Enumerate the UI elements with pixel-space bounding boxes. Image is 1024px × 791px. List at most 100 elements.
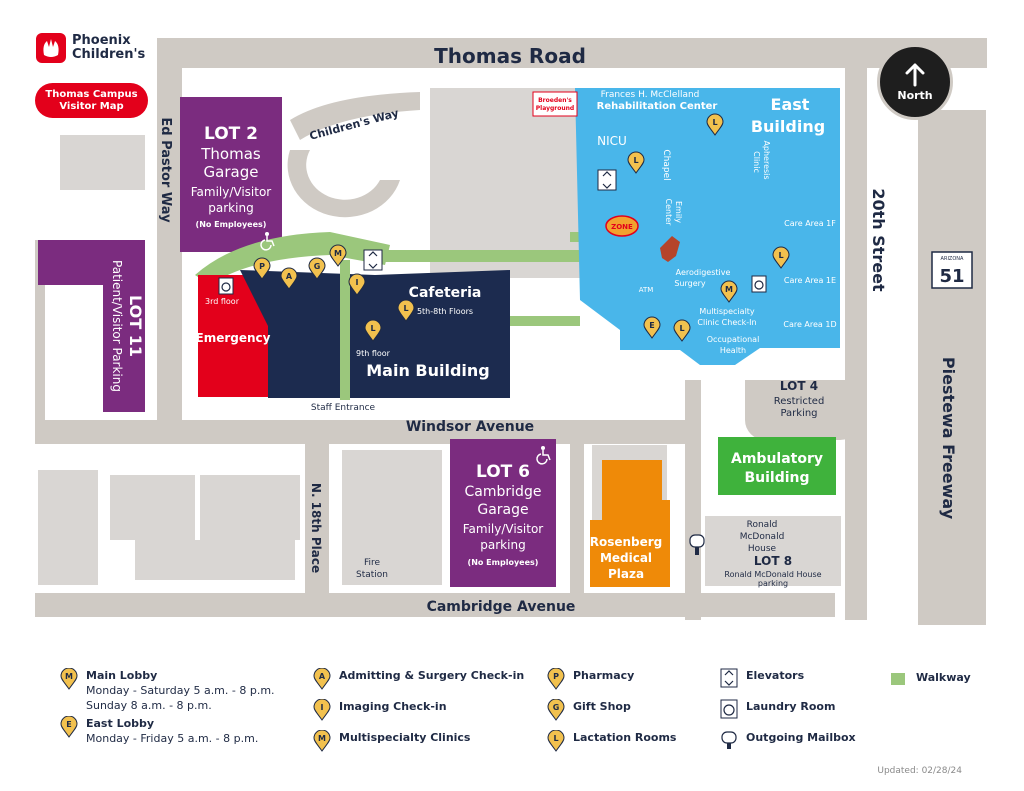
lot11-title: LOT 11 <box>126 295 145 357</box>
rosenberg-line1: Rosenberg <box>590 535 663 549</box>
legend-admitting-title: Admitting & Surgery Check-in <box>339 669 525 682</box>
accessible-icon-lot6 <box>536 446 551 465</box>
lot4-desc1: Restricted <box>774 396 825 407</box>
chapel-label: Chapel <box>661 149 671 180</box>
pin-e-icon: E <box>60 716 78 738</box>
pin-letter: L <box>370 324 375 333</box>
legend-gift-shop: G Gift Shop <box>547 699 631 721</box>
pin-letter: A <box>286 272 293 281</box>
legend-walkway: Walkway <box>890 670 971 690</box>
ronald-line2: McDonald <box>740 532 785 542</box>
dinosaur-icon <box>660 236 680 262</box>
pin-l-icon: L <box>772 246 790 269</box>
east-line1: East <box>771 95 810 114</box>
lot8-desc2: parking <box>758 579 788 588</box>
cafeteria-label: Cafeteria <box>409 285 482 301</box>
badge-line2: Visitor Map <box>59 100 124 112</box>
pin-i-icon: I <box>313 699 331 721</box>
lot6-building <box>450 439 556 587</box>
multi-line1: Multispecialty <box>699 307 755 316</box>
pin-m-icon: M <box>313 730 331 752</box>
pin-letter: E <box>66 720 71 729</box>
fire-station-block <box>343 550 401 585</box>
grey-block-west-5 <box>200 475 300 540</box>
elevator-icon <box>363 249 383 271</box>
legend-imaging: I Imaging Check-in <box>313 699 447 721</box>
shield-state: ARIZONA <box>941 256 964 262</box>
legend-admitting: A Admitting & Surgery Check-in <box>313 668 524 690</box>
pin-m-icon: M <box>329 244 347 267</box>
pin-l-icon: L <box>627 151 645 174</box>
lot6-desc1: Family/Visitor <box>463 522 544 536</box>
main-building-body <box>268 326 510 398</box>
lot2-desc1: Family/Visitor <box>191 185 272 199</box>
lot2-title: LOT 2 <box>204 124 258 144</box>
lot2-building <box>180 97 282 252</box>
lot6-name2: Garage <box>477 502 528 518</box>
pin-letter: I <box>356 278 359 287</box>
legend-gift-shop-title: Gift Shop <box>573 700 631 713</box>
phoenix-childrens-logo: Phoenix Children's <box>36 33 145 63</box>
lot6-note: (No Employees) <box>468 558 539 567</box>
legend-east-lobby-title: East Lobby <box>86 717 155 730</box>
pin-letter: M <box>334 249 342 258</box>
emily-line1: Emily <box>674 201 683 223</box>
rosenberg-line3: Plaza <box>608 567 644 581</box>
apheresis-line1: Apheresis <box>762 140 771 179</box>
pin-letter: M <box>65 672 73 681</box>
pin-e-icon: E <box>643 316 661 339</box>
pin-a-icon: A <box>280 267 298 290</box>
lot4-title: LOT 4 <box>780 379 818 393</box>
legend-walkway-title: Walkway <box>916 671 971 684</box>
ed-pastor-way-label: Ed Pastor Way <box>158 117 173 223</box>
pin-letter: L <box>403 304 408 313</box>
legend-main-lobby: M Main Lobby Monday - Saturday 5 a.m. - … <box>60 668 275 713</box>
pin-a-icon: A <box>313 668 331 690</box>
lot6-name1: Cambridge <box>465 484 542 500</box>
ambulatory-line1: Ambulatory <box>731 451 823 467</box>
pin-letter: L <box>778 251 783 260</box>
ambulatory-line2: Building <box>744 470 809 486</box>
legend-multispecialty-title: Multispecialty Clinics <box>339 731 471 744</box>
circle-drive-top <box>287 150 400 218</box>
lot2-note: (No Employees) <box>196 220 267 229</box>
playground-line2: Playground <box>536 105 574 112</box>
piestewa-freeway <box>918 110 986 625</box>
ninth-floor-label: 9th floor <box>356 349 391 358</box>
staff-entrance-label: Staff Entrance <box>311 403 376 413</box>
highway-shield-icon: ARIZONA 51 <box>931 251 973 289</box>
legend-pharmacy-title: Pharmacy <box>573 669 635 682</box>
care1d-label: Care Area 1D <box>783 320 836 329</box>
mailbox-icon <box>689 534 705 555</box>
rosenberg-line2: Medical <box>600 551 652 565</box>
pin-i-icon: I <box>348 273 366 296</box>
pin-letter: G <box>553 703 560 712</box>
legend-main-lobby-hours1: Monday - Saturday 5 a.m. - 8 p.m. <box>86 684 275 697</box>
windsor-avenue-label: Windsor Avenue <box>406 419 534 435</box>
legend-lactation-title: Lactation Rooms <box>573 731 677 744</box>
ronald-line3: House <box>748 544 777 554</box>
care1e-label: Care Area 1E <box>784 276 836 285</box>
updated-date: Updated: 02/28/24 <box>877 766 962 776</box>
fire-line2: Station <box>356 570 388 580</box>
grey-block-west-4 <box>135 540 295 580</box>
eighteenth-place <box>305 440 329 610</box>
pin-l-icon: L <box>547 730 565 752</box>
pin-p-icon: P <box>253 257 271 280</box>
lot8-title: LOT 8 <box>754 554 792 568</box>
laundry-icon <box>218 277 234 295</box>
lot4-desc2: Parking <box>780 408 817 419</box>
nicu-label: NICU <box>597 134 627 148</box>
logo-mark-icon <box>36 33 66 63</box>
aero-line2: Surgery <box>674 279 706 288</box>
occ-line1: Occupational <box>707 335 760 344</box>
lot2-name2: Garage <box>204 163 259 181</box>
pin-l-icon: L <box>673 319 691 342</box>
cambridge-avenue <box>35 593 835 617</box>
lot11-desc: Patient/Visitor Parking <box>110 260 124 392</box>
care1f-label: Care Area 1F <box>784 219 836 228</box>
legend-imaging-title: Imaging Check-in <box>339 700 447 713</box>
twentieth-street-label: 20th Street <box>869 188 888 292</box>
legend-east-lobby: E East Lobby Monday - Friday 5 a.m. - 8 … <box>60 716 258 746</box>
